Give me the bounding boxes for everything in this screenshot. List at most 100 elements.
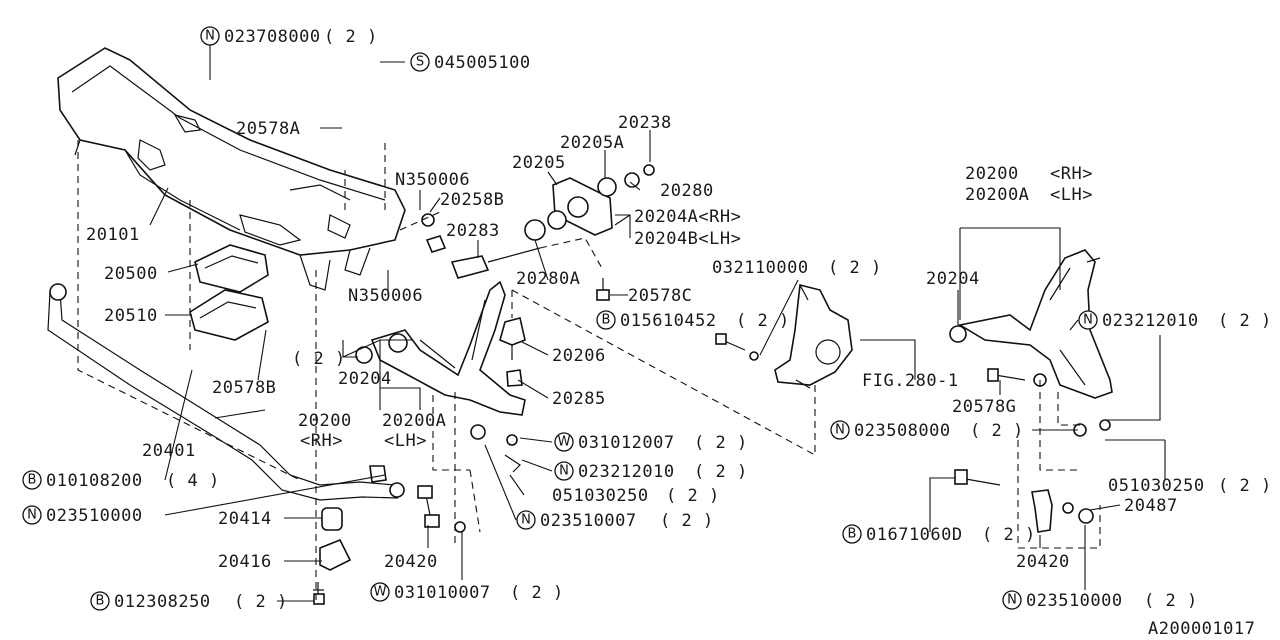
- part-code: 045005100: [434, 53, 531, 73]
- part-code: 023708000: [224, 27, 321, 47]
- part-code: 010108200: [46, 471, 143, 491]
- part-code: 051030250: [1108, 476, 1205, 496]
- label-n023510000-right: N 023510000 ( 2 ): [1002, 590, 1197, 611]
- label-s045005100: S 045005100: [410, 52, 531, 73]
- part-qty: ( 2 ): [828, 258, 882, 278]
- label-20205: 20205: [512, 153, 566, 173]
- prefix-n: N: [205, 29, 215, 44]
- stabilizer-link-right-drawing: [954, 469, 1094, 533]
- label-n023212010-left: N 023212010 ( 2 ): [554, 461, 748, 482]
- prefix-n: N: [1083, 313, 1093, 328]
- part-code: 031010007: [394, 583, 491, 603]
- label-n350006-bottom: N350006: [348, 286, 423, 306]
- label-20200A-right: 20200A <LH>: [965, 185, 1092, 205]
- label-20420-left: 20420: [384, 552, 438, 572]
- part-code: 031012007: [578, 433, 675, 453]
- label-20238: 20238: [618, 113, 672, 133]
- part-code: 023510000: [1026, 591, 1123, 611]
- part-code: 051030250: [552, 486, 649, 506]
- label-032110000: 032110000 ( 2 ): [712, 258, 882, 278]
- part-qty: ( 2 ): [660, 511, 714, 531]
- pivot-bolt-drawing: [421, 213, 541, 279]
- part-qty: ( 2 ): [982, 525, 1036, 545]
- label-20500: 20500: [104, 264, 158, 284]
- label-20200-right: 20200 <RH>: [965, 164, 1093, 184]
- part-code: 023212010: [578, 462, 675, 482]
- part-code: 012308250: [114, 592, 211, 612]
- label-20401: 20401: [142, 441, 196, 461]
- part-qty: ( 2 ): [694, 462, 748, 482]
- part-code: 01671060D: [866, 525, 963, 545]
- ball-joint-drawing: [499, 317, 526, 387]
- label-rh-left: <RH>: [300, 431, 343, 451]
- prefix-w: W: [558, 435, 571, 450]
- label-20204-left: 20204: [338, 369, 392, 389]
- label-20578C: 20578C: [628, 286, 692, 306]
- label-fig280-1: FIG.280-1: [862, 371, 959, 391]
- label-20200A-left: 20200A: [382, 411, 446, 431]
- label-051030250-left: 051030250 ( 2 ): [552, 486, 719, 506]
- label-b012308250: B 012308250 ( 2 ): [90, 591, 288, 612]
- label-20578A: 20578A: [236, 119, 300, 139]
- prefix-w: W: [374, 585, 387, 600]
- prefix-b: B: [28, 473, 37, 488]
- label-20204A: 20204A<RH>: [634, 207, 741, 227]
- support-plates-drawing: [189, 244, 269, 341]
- prefix-b: B: [848, 527, 857, 542]
- label-n350006-top: N350006: [395, 170, 470, 190]
- prefix-s: S: [416, 55, 424, 70]
- stabilizer-link-left-drawing: [417, 485, 466, 533]
- label-n023708000: N 023708000 ( 2 ): [200, 26, 378, 47]
- part-side: <RH>: [1050, 164, 1093, 184]
- label-lh-left: <LH>: [384, 431, 427, 451]
- part-code: 023212010: [1102, 311, 1199, 331]
- prefix-n: N: [559, 464, 569, 479]
- label-20487: 20487: [1124, 496, 1178, 516]
- prefix-n: N: [835, 423, 845, 438]
- label-20204B: 20204B<LH>: [634, 229, 741, 249]
- part-code: 015610452: [620, 311, 717, 331]
- leader-lines: [149, 45, 1166, 602]
- label-20258B: 20258B: [440, 190, 504, 210]
- part-qty: ( 2 ): [234, 592, 288, 612]
- part-code: 023510000: [46, 506, 143, 526]
- label-20204-right: 20204: [926, 269, 980, 289]
- label-051030250-right: 051030250 ( 2 ): [1108, 476, 1272, 496]
- label-n023508000: N 023508000 ( 2 ): [830, 420, 1023, 441]
- part-qty: ( 2 ): [694, 433, 748, 453]
- label-b015610452: B 015610452 ( 2 ): [596, 310, 790, 331]
- label-20510: 20510: [104, 306, 158, 326]
- part-qty: ( 2 ): [1218, 311, 1272, 331]
- label-n023510007: N 023510007 ( 2 ): [516, 510, 714, 531]
- label-20101: 20101: [86, 225, 140, 245]
- stabilizer-bushing-drawing: [313, 507, 352, 605]
- diagram-id: A200001017: [1148, 619, 1255, 639]
- label-n023212010-right: N 023212010 ( 2 ): [1078, 310, 1272, 331]
- assembly-lines: [77, 140, 1101, 600]
- right-lower-arm-drawing: [949, 249, 1113, 437]
- label-20414: 20414: [218, 509, 272, 529]
- label-b010108200: B 010108200 ( 4 ): [22, 470, 220, 491]
- stabilizer-bar-drawing: [47, 283, 405, 501]
- label-b01671060D: B 01671060D ( 2 ): [842, 524, 1036, 545]
- label-20285: 20285: [552, 389, 606, 409]
- label-20205A: 20205A: [560, 133, 624, 153]
- label-20416: 20416: [218, 552, 272, 572]
- label-20280A: 20280A: [516, 269, 580, 289]
- prefix-n: N: [1007, 593, 1017, 608]
- part-qty: ( 4 ): [166, 471, 220, 491]
- label-20283: 20283: [446, 221, 500, 241]
- part-qty: ( 2 ): [736, 311, 790, 331]
- prefix-b: B: [602, 313, 611, 328]
- label-20280: 20280: [660, 181, 714, 201]
- part-qty: ( 2 ): [324, 27, 378, 47]
- part-qty: ( 2 ): [510, 583, 564, 603]
- part-qty: ( 2 ): [1218, 476, 1272, 496]
- prefix-n: N: [521, 513, 531, 528]
- part-code: 023510007: [540, 511, 637, 531]
- part-code: 20200: [965, 164, 1019, 184]
- label-w031010007: W 031010007 ( 2 ): [370, 582, 564, 603]
- label-20206: 20206: [552, 346, 606, 366]
- label-20578B: 20578B: [212, 378, 276, 398]
